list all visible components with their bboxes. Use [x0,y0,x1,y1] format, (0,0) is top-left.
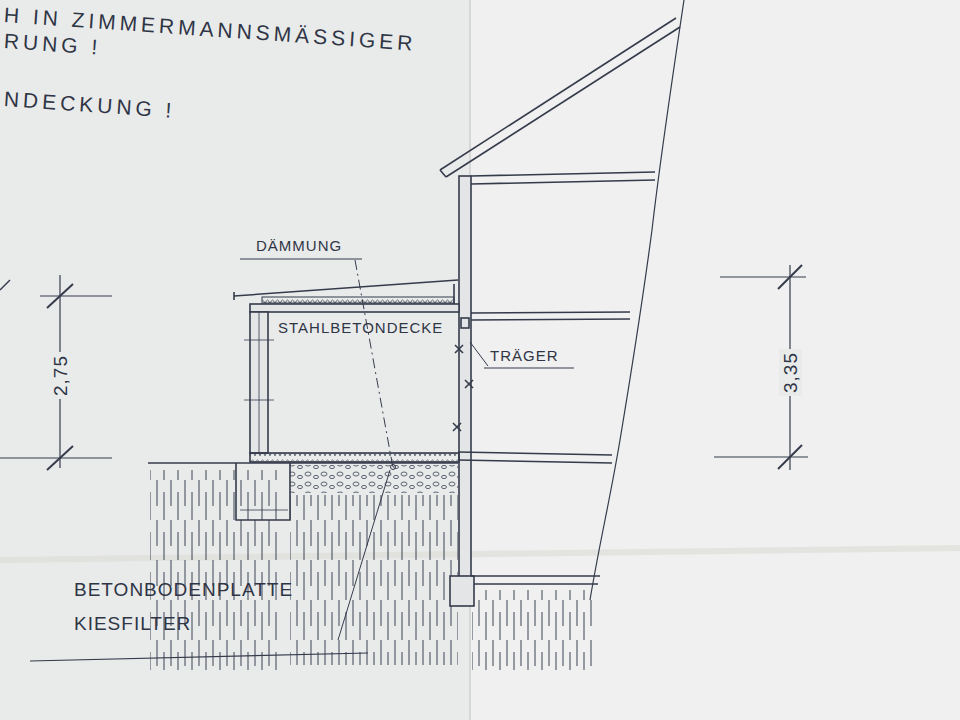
part-label: TRÄGER [490,348,559,363]
part-label: KIESFILTER [74,614,191,633]
part-label: DÄMMUNG [256,238,342,253]
dimension-text: 3,35 [778,349,801,396]
part-label: BETONBODENPLATTE [74,580,293,599]
dimension-text: 2,75 [48,352,71,399]
note-text: RUNG ! [3,30,102,58]
part-label: STAHLBETONDECKE [278,320,443,335]
note-text: NDECKUNG ! [3,88,176,121]
